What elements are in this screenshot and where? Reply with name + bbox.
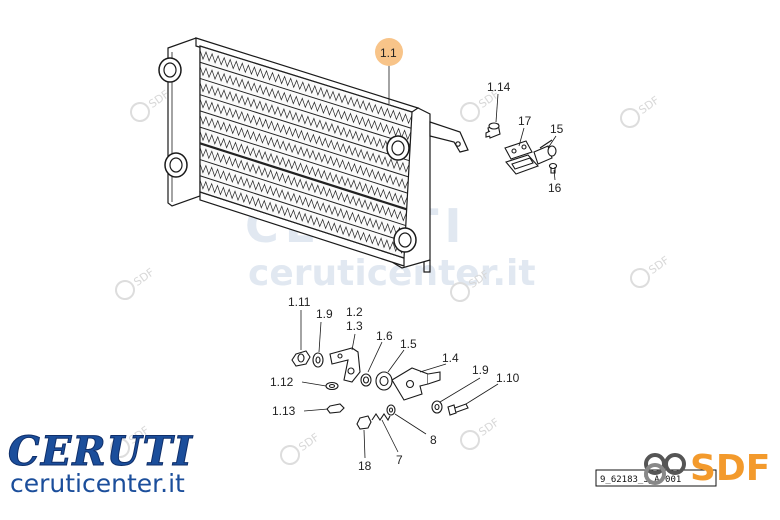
part-1-5-grommet [375, 371, 393, 391]
ceruti-logo: CERUTI [8, 428, 193, 475]
fin-zigzag [199, 82, 411, 157]
oil-cooler-radiator [158, 37, 469, 273]
callout-1-12[interactable]: 1.12 [270, 375, 294, 389]
fin-tube-line [199, 77, 411, 145]
callout-7[interactable]: 7 [396, 453, 403, 467]
branding: CERUTI ceruticenter.it 9_62183_3_A-001 S… [8, 428, 771, 499]
doc-id: 9_62183_3_A-001 [600, 475, 681, 485]
part-17-plate [504, 140, 533, 160]
svg-text:SDF: SDF [296, 431, 321, 454]
part-1-2-bracket [329, 347, 361, 383]
radiator-drain-stub [423, 260, 431, 273]
callout-1-9-lower[interactable]: 1.9 [472, 363, 489, 377]
part-1-9-washer-upper [312, 352, 324, 368]
fin-tube-line [199, 110, 409, 178]
fin-zigzag [199, 98, 410, 173]
highlight-circle-1-1 [375, 38, 403, 66]
mounting-hardware [291, 347, 469, 430]
part-1-9-washer-lower [431, 400, 443, 414]
fin-zigzag [199, 114, 409, 190]
callout-1-3[interactable]: 1.3 [346, 319, 363, 333]
callout-8[interactable]: 8 [430, 433, 437, 447]
fin-tube-line [199, 94, 410, 162]
fin-zigzag [199, 179, 405, 254]
doc-id-box [595, 469, 717, 487]
callout-1-10[interactable]: 1.10 [496, 371, 520, 385]
fin-tube-line [199, 175, 406, 243]
fin-zigzag [199, 131, 408, 206]
svg-text:SDF: SDF [636, 94, 661, 117]
callout-16[interactable]: 16 [548, 181, 562, 195]
callout-1-6[interactable]: 1.6 [376, 329, 393, 343]
fin-tube-line [199, 126, 408, 194]
fin-zigzag [199, 147, 407, 222]
fin-tube-line [199, 61, 412, 129]
fin-tube-line [199, 142, 408, 211]
part-1-13-nut [326, 403, 345, 414]
callout-1-13[interactable]: 1.13 [272, 404, 296, 418]
callout-18[interactable]: 18 [358, 459, 372, 473]
part-8-washer [386, 404, 396, 416]
part-1-4-bracket [391, 367, 441, 401]
part-7-spring [371, 413, 391, 422]
part-1-6-bushing [360, 373, 372, 387]
sdf-logo: SDF [644, 448, 770, 489]
part-1-11-nut [291, 350, 311, 367]
part-1-10-bolt [447, 403, 469, 416]
callout-1-4[interactable]: 1.4 [442, 351, 459, 365]
fin-zigzag [199, 49, 412, 125]
part-18-nut [356, 415, 372, 430]
callout-1-9-upper[interactable]: 1.9 [316, 307, 333, 321]
callout-15[interactable]: 15 [550, 122, 564, 136]
callout-1-5[interactable]: 1.5 [400, 337, 417, 351]
fin-tube-line [199, 45, 413, 113]
svg-text:SDF: SDF [646, 254, 671, 277]
callout-1-14[interactable]: 1.14 [487, 80, 511, 94]
svg-text:SDF: SDF [131, 266, 156, 289]
ceruti-url: ceruticenter.it [10, 469, 185, 498]
sdf-logo-icon [644, 453, 686, 485]
sensor-hardware [485, 122, 558, 175]
callout-labels: 1.1 1.14 17 15 16 1.11 1.9 1.2 1.3 1.6 1… [270, 38, 564, 473]
part-1-12-washer [325, 381, 339, 391]
svg-text:SDF: SDF [476, 416, 501, 439]
fin-tube-line [199, 191, 405, 259]
callout-1-1[interactable]: 1.1 [380, 46, 397, 60]
callout-1-11[interactable]: 1.11 [288, 295, 311, 309]
fin-tube-line [199, 159, 406, 227]
radiator-right-bracket [429, 121, 469, 153]
part-15-sensor [505, 139, 557, 175]
part-1-14-bolt [485, 122, 501, 139]
callout-17[interactable]: 17 [518, 114, 532, 128]
radiator-fin-rows [199, 45, 413, 259]
sdf-logo-text: SDF [690, 448, 770, 489]
fin-zigzag [199, 66, 412, 141]
leader-lines [300, 64, 557, 459]
fin-zigzag [199, 163, 406, 238]
part-16-screw [548, 162, 558, 174]
callout-1-2[interactable]: 1.2 [346, 305, 363, 319]
